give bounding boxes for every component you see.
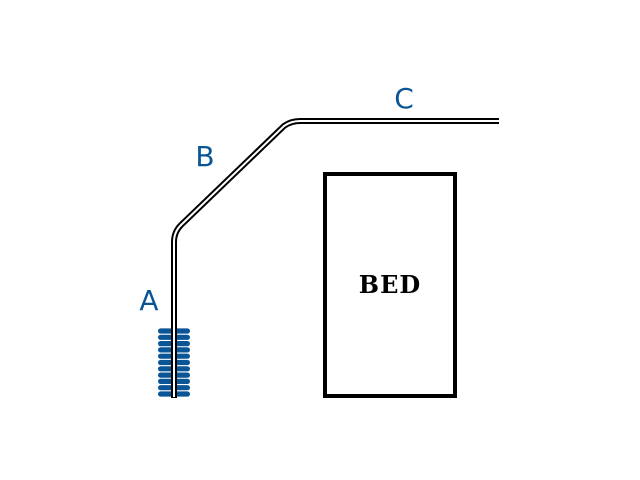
bent-rod <box>171 118 499 398</box>
bed-outline <box>323 172 457 398</box>
segment-label-c: C <box>394 82 414 115</box>
segment-label-a: A <box>139 284 158 317</box>
bed-label: BED <box>359 270 421 299</box>
coil-brush-icon <box>158 325 190 398</box>
rod-core <box>173 120 499 398</box>
segment-label-b: B <box>195 140 214 173</box>
